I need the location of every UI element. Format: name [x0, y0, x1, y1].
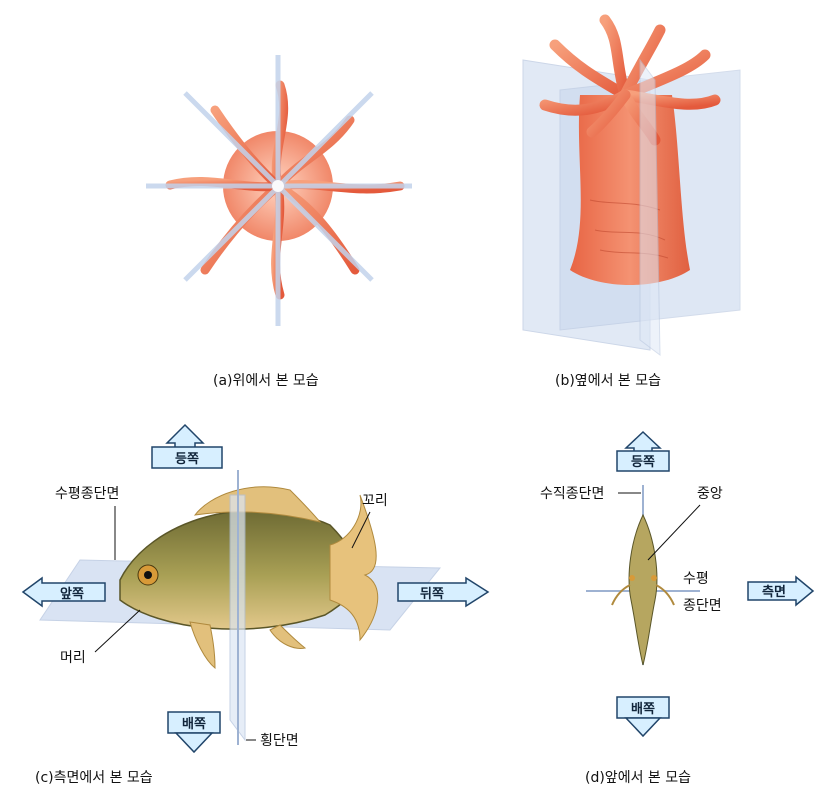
label-horizontal-2: 종단면 — [683, 598, 722, 614]
arrow-ventral-d: 배쪽 — [617, 697, 669, 736]
caption-a: (a)위에서 본 모습 — [213, 373, 319, 389]
arrow-dorsal-d: 등쪽 — [617, 432, 669, 471]
caption-b: (b)옆에서 본 모습 — [555, 373, 661, 389]
label-head: 머리 — [60, 650, 86, 666]
label-ventral-d: 배쪽 — [631, 701, 655, 717]
caption-c: (c)측면에서 본 모습 — [35, 770, 153, 786]
anemone-top-view — [146, 55, 412, 326]
anemone-side-view — [523, 20, 740, 355]
label-dorsal-d: 등쪽 — [631, 455, 655, 470]
anemone-column — [570, 95, 690, 285]
fish-front-body — [629, 515, 657, 665]
label-cross-section: 횡단면 — [260, 733, 299, 749]
label-anterior: 앞쪽 — [60, 587, 84, 602]
label-horizontal-1: 수평 — [683, 571, 709, 587]
label-dorsal-c: 등쪽 — [175, 452, 199, 467]
caption-d: (d)앞에서 본 모습 — [585, 770, 691, 786]
label-ventral-c: 배쪽 — [182, 716, 206, 732]
arrow-dorsal-c: 등쪽 — [152, 425, 222, 468]
label-vertical-plane: 수직종단면 — [540, 486, 604, 502]
arrow-ventral-c: 배쪽 — [168, 712, 220, 752]
arrow-lateral: 측면 — [748, 577, 813, 605]
label-lateral: 측면 — [762, 584, 786, 600]
label-tail: 꼬리 — [362, 493, 388, 509]
label-center: 중앙 — [697, 486, 723, 502]
fish-side-view — [40, 470, 440, 745]
label-horizontal-plane: 수평종단면 — [55, 486, 119, 502]
label-posterior: 뒤쪽 — [420, 587, 444, 602]
